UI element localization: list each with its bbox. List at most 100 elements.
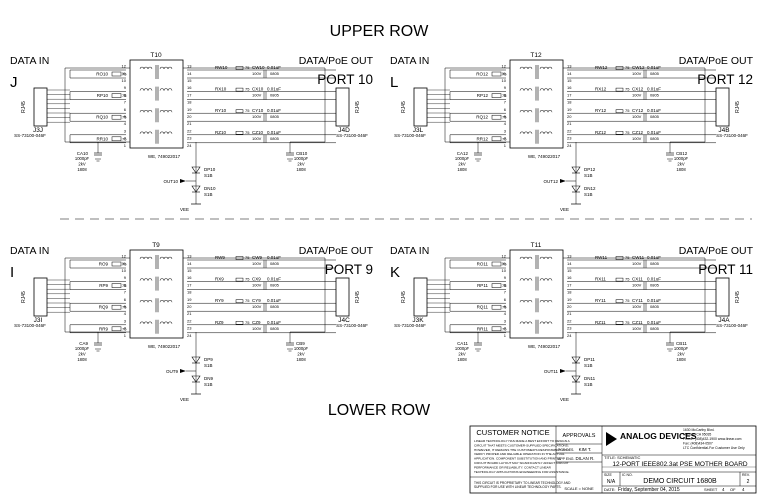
- resistor-ref-out: RX10: [215, 87, 227, 92]
- coupling-cap-rating: 100V: [632, 326, 642, 331]
- winding-coil-icon: [539, 278, 545, 281]
- resistor-ref-in: RP9: [99, 283, 108, 288]
- resistor-value-out: 75: [625, 277, 630, 282]
- diode-p-type: S1B: [204, 173, 213, 178]
- resistor-value-out: 75: [245, 87, 250, 92]
- resistor-value-in: 75: [502, 115, 507, 120]
- resistor-value-in: 75: [122, 262, 127, 267]
- resistor-ref-in: RR10: [96, 136, 108, 141]
- coupling-cap-package: 0805: [650, 326, 660, 331]
- scale-label: SCALE = NONE: [564, 486, 594, 491]
- transformer-pin-right: 13: [567, 64, 572, 69]
- diode-p-type: S1B: [204, 363, 213, 368]
- transformer-pin-right: 14: [187, 71, 192, 76]
- output-rj45-label: RJ45: [355, 291, 361, 303]
- termination-resistor: [491, 71, 502, 77]
- resistor-ref-out: RY10: [215, 108, 227, 113]
- input-rj45-connector: [413, 87, 428, 127]
- output-resistor: [235, 109, 244, 113]
- resistor-value-in: 75: [122, 93, 127, 98]
- winding-coil-icon: [147, 278, 153, 281]
- winding-coil-icon: [519, 278, 525, 281]
- winding-coil-icon: [139, 109, 145, 113]
- transformer-pin-left: 7: [504, 290, 507, 295]
- rev-value: 2: [747, 479, 750, 485]
- transformer-pin-right: 22: [187, 128, 192, 133]
- transformer-pin-left: 5: [124, 304, 127, 309]
- pcb-des-value: KIM T.: [579, 447, 592, 452]
- resistor-value-in: 75: [502, 305, 507, 310]
- winding-coil-icon: [527, 109, 533, 113]
- winding-coil-icon: [523, 66, 529, 70]
- transformer-pin-right: 24: [567, 143, 572, 148]
- winding-coil-icon: [159, 66, 165, 70]
- coupling-cap-rating: 100V: [632, 304, 642, 309]
- winding-coil-icon: [163, 131, 169, 134]
- winding-coil-icon: [543, 321, 549, 324]
- resistor-ref-out: RY11: [595, 298, 606, 303]
- coupling-cap-ref: CY10: [252, 108, 264, 113]
- resistor-value-out: 75: [245, 108, 250, 113]
- resistor-value-in: 75: [502, 93, 507, 98]
- winding-coil-icon: [167, 109, 173, 113]
- resistor-ref-out: RZ11: [595, 320, 606, 325]
- of-label: OF: [730, 487, 736, 492]
- coupling-cap-value: 0.01uF: [647, 65, 661, 70]
- output-resistor: [615, 299, 624, 303]
- resistor-value-in: 75: [122, 115, 127, 120]
- winding-coil-icon: [139, 299, 145, 303]
- winding-coil-icon: [147, 66, 153, 70]
- diode-dn-icon: [191, 375, 201, 383]
- data-out-label: DATA/PoE OUT: [679, 55, 754, 67]
- cb-ref: CB10: [296, 151, 308, 156]
- resistor-ref-out: RZ9: [215, 320, 224, 325]
- transformer-pin-left: 10: [122, 78, 127, 83]
- transformer-pin-right: 14: [187, 261, 192, 266]
- input-rj45-label: RJ45: [21, 101, 27, 113]
- size-value: N/A: [607, 479, 616, 485]
- transformer-pin-right: 13: [187, 64, 192, 69]
- cb-ref: CB9: [296, 341, 305, 346]
- winding-coil-icon: [163, 256, 169, 260]
- coupling-cap-rating: 100V: [632, 283, 642, 288]
- resistor-ref-out: RY9: [215, 298, 224, 303]
- diode-n-type: S1B: [204, 192, 213, 197]
- coupling-cap-ref: CW11: [632, 255, 645, 260]
- coupling-cap-package: 0805: [270, 283, 280, 288]
- cb-ref: CB12: [676, 151, 688, 156]
- diode-n-ref: DN12: [584, 186, 596, 191]
- coupling-cap-value: 0.01uF: [267, 320, 281, 325]
- winding-coil-icon: [519, 109, 525, 113]
- transformer-pin-right: 18: [187, 100, 192, 105]
- termination-resistor: [111, 283, 122, 288]
- customer-notice-line: TECHNOLOGY APPLICATIONS ENGINEERING FOR …: [474, 470, 570, 474]
- winding-coil-icon: [163, 109, 169, 113]
- transformer-pin-left: 5: [124, 114, 127, 119]
- resistor-value-out: 75: [245, 65, 250, 70]
- port-label: PORT 11: [698, 262, 753, 277]
- input-connector-part: SS-73100-046F: [394, 323, 426, 328]
- coupling-cap-rating: 100V: [252, 136, 262, 141]
- transformer-pin-right: 17: [187, 92, 192, 97]
- coupling-cap-rating: 100V: [252, 93, 262, 98]
- transformer-pin-left: 7: [504, 100, 507, 105]
- ground-icon: [287, 348, 293, 352]
- transformer-pin-right: 24: [187, 333, 192, 338]
- winding-coil-icon: [147, 256, 153, 260]
- winding-coil-icon: [527, 88, 533, 91]
- transformer-pin-left: 8: [124, 92, 127, 97]
- transformer-pin-right: 16: [187, 275, 192, 280]
- resistor-ref-out: RW10: [215, 65, 228, 70]
- coupling-cap-ref: CW10: [252, 65, 265, 70]
- resistor-value-in: 75: [122, 72, 127, 77]
- output-connector-part: SS-73100-046F: [716, 323, 748, 328]
- transformer-ref: T9: [152, 242, 160, 249]
- winding-coil-icon: [519, 299, 525, 303]
- diode-p-ref: DP12: [584, 167, 596, 172]
- transformer-pin-left: 7: [124, 290, 127, 295]
- magnetics-part: WE, 749022017: [528, 344, 561, 349]
- ca-value: 1808: [457, 167, 467, 172]
- input-rj45-connector: [33, 277, 48, 317]
- out-net-flag-icon: [180, 369, 186, 373]
